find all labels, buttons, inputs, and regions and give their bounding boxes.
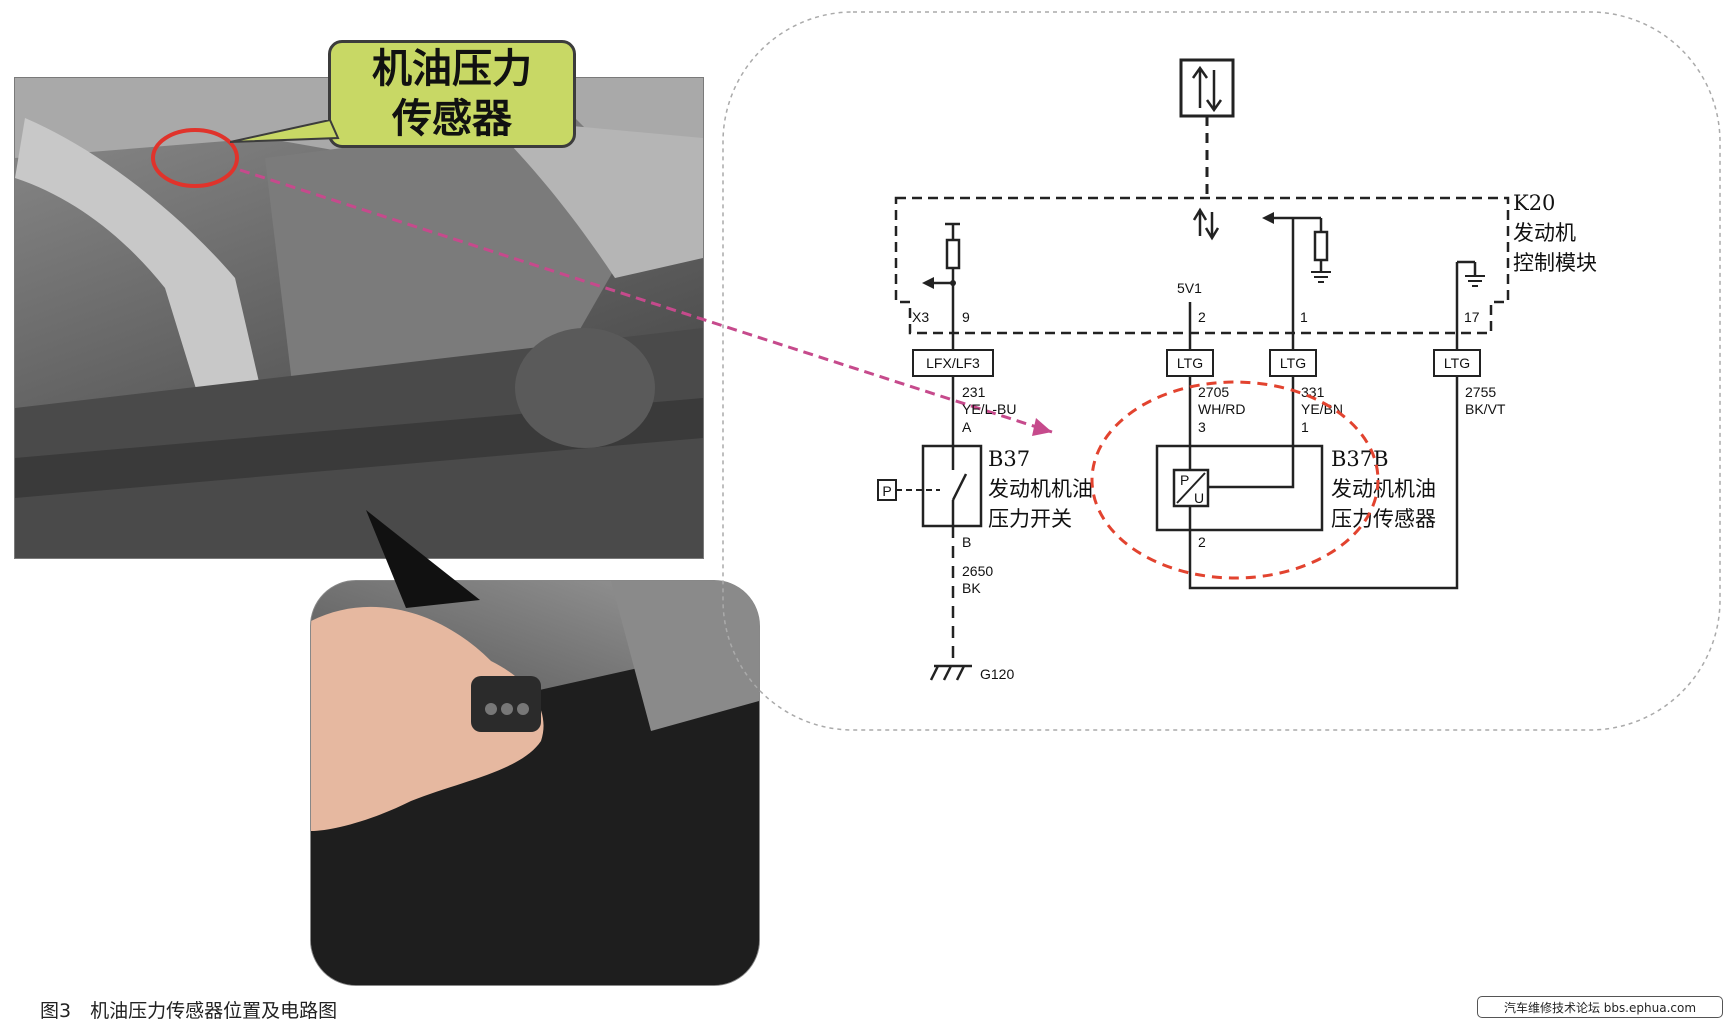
- sensor-highlight-ellipse: [1090, 380, 1380, 580]
- pin1-ground-icon: [1311, 271, 1331, 283]
- wire-2650-color: BK: [962, 580, 981, 596]
- sensor-name-line2: 压力传感器: [1331, 507, 1436, 531]
- switch-id: B37: [988, 447, 1030, 471]
- sensor-ground-return: [1188, 440, 1459, 590]
- pin9-input-arrow: [922, 277, 934, 289]
- sensor-pu-diagonal: [1176, 472, 1206, 504]
- sensor-pin-1: 1: [1301, 419, 1309, 435]
- oil-pressure-sensor-callout: 机油压力 传感器: [328, 40, 576, 148]
- photo-right-arm: [485, 118, 703, 278]
- closeup-pointer-wedge: [366, 510, 480, 608]
- switch-name-line1: 发动机机油: [988, 477, 1093, 501]
- ecm-name-line1: 发动机: [1513, 221, 1576, 245]
- pin9-pullup-resistor: [945, 238, 961, 270]
- sensor-name-line1: 发动机机油: [1331, 477, 1436, 501]
- wire-2705-color: WH/RD: [1198, 401, 1245, 417]
- photo-hand: [311, 606, 544, 831]
- wire-231-circuit: 231: [962, 384, 986, 400]
- photo-engine-part: [611, 581, 759, 731]
- wire-331-color: YE/BN: [1301, 401, 1343, 417]
- connector-photo-shapes: [311, 581, 759, 985]
- wire-2650-circuit: 2650: [962, 563, 993, 579]
- sensor-pin-3: 3: [1198, 419, 1206, 435]
- connector-label: X3: [912, 309, 929, 325]
- switch-contact-blade: [951, 473, 968, 501]
- harness-supply-box: [1166, 349, 1214, 377]
- photo-exhaust-pipe: [15, 118, 265, 418]
- location-leader-line: [239, 168, 1053, 434]
- connector-pin-2: [501, 703, 513, 715]
- connector-closeup-photo: [310, 580, 760, 986]
- connector-pin-3: [517, 703, 529, 715]
- sensor-symbol-u: U: [1194, 490, 1204, 506]
- callout-pointer: [230, 120, 340, 143]
- location-leader-arrow: [1032, 418, 1052, 436]
- connector-pin-1: [485, 703, 497, 715]
- ecm-id: K20: [1513, 191, 1555, 215]
- figure-caption: 图3 机油压力传感器位置及电路图: [40, 1000, 338, 1022]
- harness-ground-label: LTG: [1444, 355, 1470, 371]
- harness-signal-label: LTG: [1280, 355, 1306, 371]
- pin-2-label: 2: [1198, 309, 1206, 325]
- pin-9-label: 9: [962, 309, 970, 325]
- serial-data-box: [1179, 58, 1235, 118]
- wire-2755-circuit: 2755: [1465, 384, 1496, 400]
- source-watermark: 汽车维修技术论坛 bbs.ephua.com: [1477, 996, 1723, 1018]
- callout-line2: 传感器: [392, 96, 512, 142]
- pin9-junction: [950, 280, 956, 286]
- harness-switch-label: LFX/LF3: [926, 355, 980, 371]
- pin-1-label: 1: [1300, 309, 1308, 325]
- pin1-input-arrow: [1262, 212, 1274, 224]
- pin-17-label: 17: [1464, 309, 1480, 325]
- pressure-sensor-box: [1155, 444, 1324, 532]
- pin17-ground-icon: [1465, 275, 1485, 287]
- pressure-symbol: P: [882, 483, 891, 499]
- sensor-id: B37B: [1331, 447, 1389, 471]
- internal-serial-icon: [1192, 207, 1220, 241]
- harness-ground-box: [1433, 349, 1481, 377]
- ground-g120-label: G120: [980, 666, 1014, 682]
- callout-line1: 机油压力: [372, 46, 532, 92]
- photo-wheel: [515, 328, 655, 448]
- harness-switch-box: [912, 349, 994, 377]
- harness-supply-label: LTG: [1177, 355, 1203, 371]
- wire-2755-color: BK/VT: [1465, 401, 1506, 417]
- serial-data-icon: [1191, 65, 1223, 113]
- switch-pin-a: A: [962, 419, 972, 435]
- sensor-symbol-p: P: [1180, 472, 1189, 488]
- chassis-ground-icon: [929, 664, 972, 681]
- sensor-signal-inner: [1208, 446, 1295, 489]
- wire-2705-circuit: 2705: [1198, 384, 1229, 400]
- sensor-location-circle: [151, 128, 239, 188]
- switch-pin-b: B: [962, 534, 971, 550]
- wire-231-color: YE/L-BU: [962, 401, 1016, 417]
- supply-label: 5V1: [1177, 280, 1202, 296]
- pin1-pulldown-resistor: [1313, 230, 1329, 262]
- switch-name-line2: 压力开关: [988, 507, 1072, 531]
- ecm-module-box: [894, 196, 1510, 335]
- ecm-name-line2: 控制模块: [1513, 251, 1597, 275]
- diagram-frame: [722, 11, 1721, 731]
- sensor-pin-2: 2: [1198, 534, 1206, 550]
